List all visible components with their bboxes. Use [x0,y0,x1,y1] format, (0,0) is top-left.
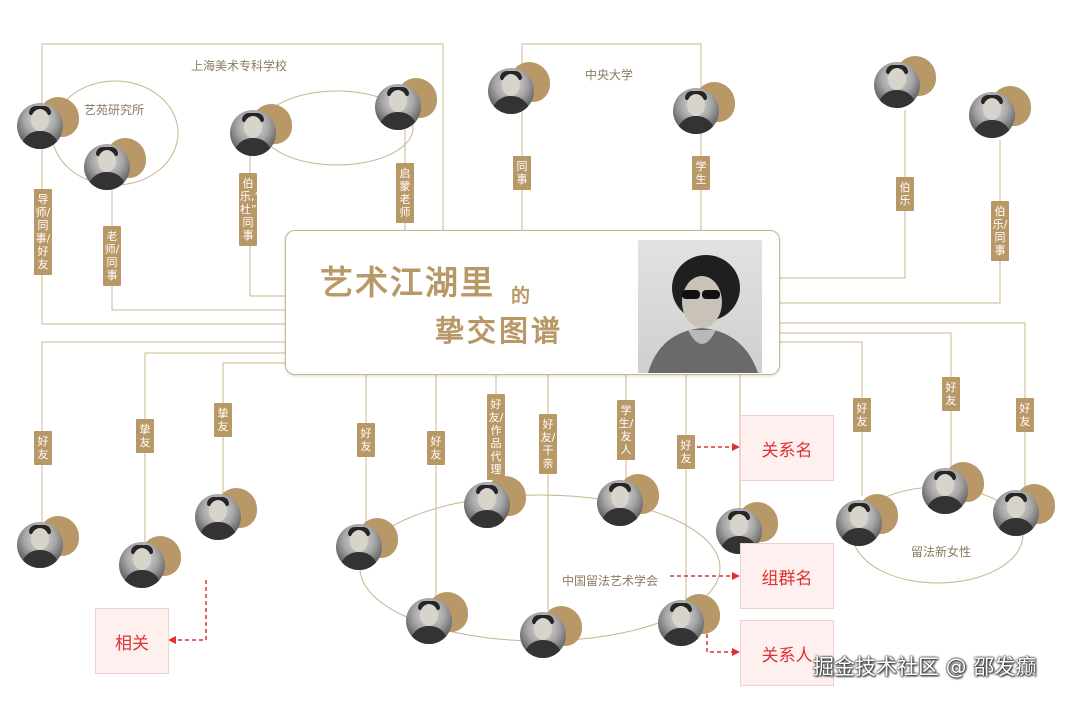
portrait [336,518,398,570]
annotation-relation-name: 关系名 [740,415,834,481]
zhongyang-group-line [521,43,702,232]
portrait [922,462,984,514]
portrait [464,476,526,528]
portrait [195,488,257,540]
portrait [17,97,79,149]
relation-label: 学生/友人 [617,400,635,460]
relation-label: 好友 [357,423,375,457]
portrait [119,536,181,588]
yiyuan-group-name: 艺苑研究所 [84,103,145,117]
portrait [658,594,720,646]
relation-label: 好友 [942,377,960,411]
annotation-related: 相关 [95,608,169,674]
portrait [520,606,582,658]
portrait [17,516,79,568]
relation-label: 挚友 [214,403,232,437]
relation-label: 导师/同事/好友 [34,189,52,275]
shanghai-group-line [41,43,444,324]
relation-label: 伯乐/同事 [991,201,1009,261]
relation-label: 学生 [692,156,710,190]
portrait [874,56,936,108]
liufa-art-group-name: 中国留法艺术学会 [562,574,659,588]
relation-label: 好友/干亲 [539,414,557,474]
watermark: 掘金技术社区 @ 邵发癫 [813,655,1037,679]
relation-label: 好友 [1016,398,1034,432]
title-de: 的 [511,285,531,307]
portrait [969,86,1031,138]
relation-label: 伯乐,“摩杜”,同事 [239,173,271,246]
portrait [597,474,659,526]
portrait [375,78,437,130]
zhongyang-group-name: 中央大学 [585,68,634,82]
title-line2: 挚交图谱 [435,314,564,348]
title-line1: 艺术江湖里 [320,263,495,302]
relation-label: 好友/作品代理 [487,394,505,480]
relation-label: 启蒙老师 [396,163,414,223]
portrait [84,138,146,190]
relation-label: 好友 [677,435,695,469]
portrait [993,484,1055,536]
portrait [230,104,292,156]
relation-label: 同事 [513,156,531,190]
portrait [673,82,735,134]
relation-label: 好友 [34,431,52,465]
relation-label: 挚友 [136,419,154,453]
center-portrait [638,240,762,373]
annotation-group-name: 组群名 [740,543,834,609]
relation-label: 好友 [853,398,871,432]
portrait [836,494,898,546]
relation-label: 好友 [427,431,445,465]
annotation-related-person: 关系人 [740,620,834,686]
shanghai-group-name: 上海美术专科学校 [191,59,288,73]
relation-label: 老师/同事 [103,226,121,286]
portrait [488,62,550,114]
liufa-women-group-name: 留法新女性 [911,545,972,559]
portrait [406,592,468,644]
relation-label: 伯乐 [896,177,914,211]
